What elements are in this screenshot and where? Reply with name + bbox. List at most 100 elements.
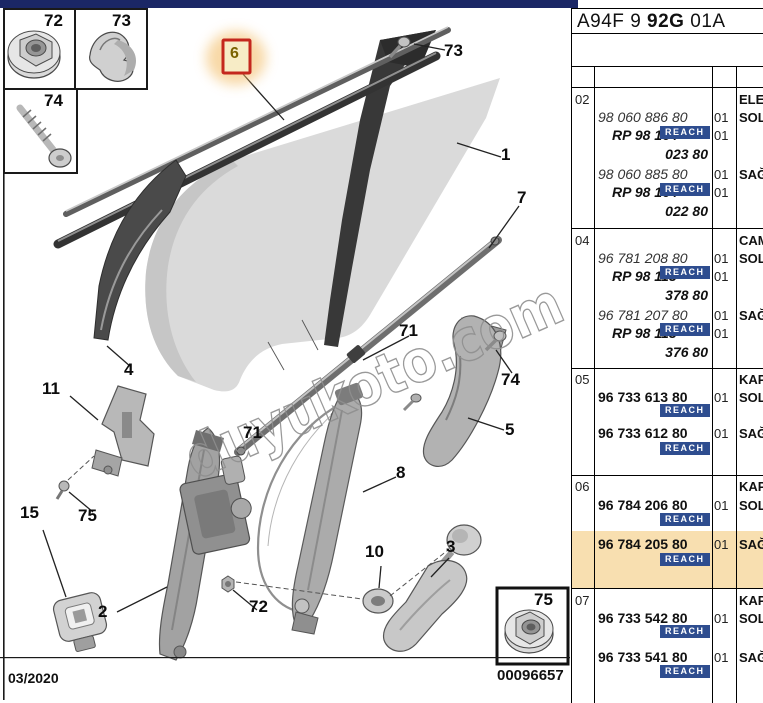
table-line [571,33,763,34]
callout-10[interactable]: 10 [365,542,384,561]
flange-nut-illustration [7,30,61,79]
inset-label-74: 74 [44,91,63,110]
side-label: SOL [739,390,763,405]
hex-nut-small [221,575,235,593]
revision-date: 03/2020 [8,670,59,686]
reach-badge[interactable]: REACH [660,183,710,196]
reach-badge[interactable]: REACH [660,665,710,678]
flange-nut-illustration-75 [504,609,554,654]
row-ref: 05 [575,372,590,387]
callout-75-left[interactable]: 75 [78,506,97,525]
reach-badge[interactable]: REACH [660,404,710,417]
clip-illustration [89,31,137,82]
part-number[interactable]: 96 781 207 80 [598,307,688,323]
reach-badge[interactable]: REACH [660,266,710,279]
replacement-number-suffix: 023 80 [665,146,708,162]
reach-badge[interactable]: REACH [660,442,710,455]
qty: 01 [714,650,729,665]
table-line [571,87,763,88]
desc-title: KAP [739,593,763,608]
roof-trim-strip [53,26,451,249]
screw-top [388,36,411,59]
callout-73-top[interactable]: 73 [444,41,463,60]
side-label: SAĞ [739,308,763,323]
inset-box-75 [495,586,570,666]
part-number[interactable]: 96 784 206 80 [598,497,688,513]
qty: 01 [714,308,729,323]
channel-clamp [346,345,366,363]
inset-label-72: 72 [44,11,63,30]
spacer-ring [362,588,394,614]
qty: 01 [714,269,729,284]
replacement-number-suffix: 376 80 [665,344,708,360]
callout-2[interactable]: 2 [98,602,108,621]
table-line [571,475,763,476]
side-label: SOL [739,110,763,125]
top-bar [0,0,578,8]
ball-stud [58,480,70,492]
part-number[interactable]: 96 733 612 80 [598,425,688,441]
part-number[interactable]: 98 060 885 80 [598,166,688,182]
leader-lines [42,43,520,613]
callout-6[interactable]: 6 [230,45,239,62]
part-number[interactable]: 96 733 541 80 [598,649,688,665]
reach-badge[interactable]: REACH [660,126,710,139]
table-line [571,588,763,589]
row-ref: 07 [575,593,590,608]
catalog-code-prefix: A94F 9 [577,11,648,32]
qty: 01 [714,426,729,441]
side-label: SAĞ [739,650,763,665]
part-number-selected[interactable]: 96 784 205 80 [598,536,688,552]
callout-74-right[interactable]: 74 [501,370,520,389]
qty: 01 [714,167,729,182]
callout-3[interactable]: 3 [446,537,456,556]
guide-bracket [55,385,155,500]
qty: 01 [714,326,729,341]
desc-title: CAM [739,233,763,248]
catalog-code: A94F 9 92G 01A [577,11,726,33]
side-label: SOL [739,498,763,513]
callout-71-lower[interactable]: 71 [243,423,262,442]
page-borders [0,0,578,700]
callout-71-upper[interactable]: 71 [399,321,418,340]
side-label: SAĞ [739,537,763,552]
front-run-channel [93,159,187,341]
callout-72-bottom[interactable]: 72 [249,597,268,616]
highlighted-callout-box[interactable] [206,31,266,85]
inset-label-75: 75 [534,590,553,609]
assembly-lines [67,319,449,600]
callout-15[interactable]: 15 [20,503,39,522]
qty: 01 [714,251,729,266]
part-number[interactable]: 96 733 613 80 [598,389,688,405]
table-line [571,228,763,229]
reach-badge[interactable]: REACH [660,625,710,638]
callout-4[interactable]: 4 [124,360,134,379]
table-border-left [571,8,572,703]
table-line [571,66,763,67]
callout-5[interactable]: 5 [505,420,515,439]
reach-badge[interactable]: REACH [660,513,710,526]
replacement-number-suffix: 378 80 [665,287,708,303]
table-col-line [594,66,595,703]
regulator-motor-assembly [158,427,252,661]
part-number[interactable]: 96 733 542 80 [598,610,688,626]
desc-title: KAP [739,479,763,494]
crank-handle [382,524,482,652]
callout-1[interactable]: 1 [501,145,511,164]
table-line [571,368,763,369]
callout-7[interactable]: 7 [517,188,527,207]
screw-74 [493,330,507,342]
part-number[interactable]: 96 781 208 80 [598,250,688,266]
row-ref: 06 [575,479,590,494]
callout-11[interactable]: 11 [42,379,60,398]
reach-badge[interactable]: REACH [660,553,710,566]
row-ref: 02 [575,92,590,107]
qty: 01 [714,110,729,125]
part-number[interactable]: 98 060 886 80 [598,109,688,125]
qty: 01 [714,611,729,626]
screw-illustration [16,104,72,168]
qty: 01 [714,498,729,513]
callout-8[interactable]: 8 [396,463,406,482]
reach-badge[interactable]: REACH [660,323,710,336]
